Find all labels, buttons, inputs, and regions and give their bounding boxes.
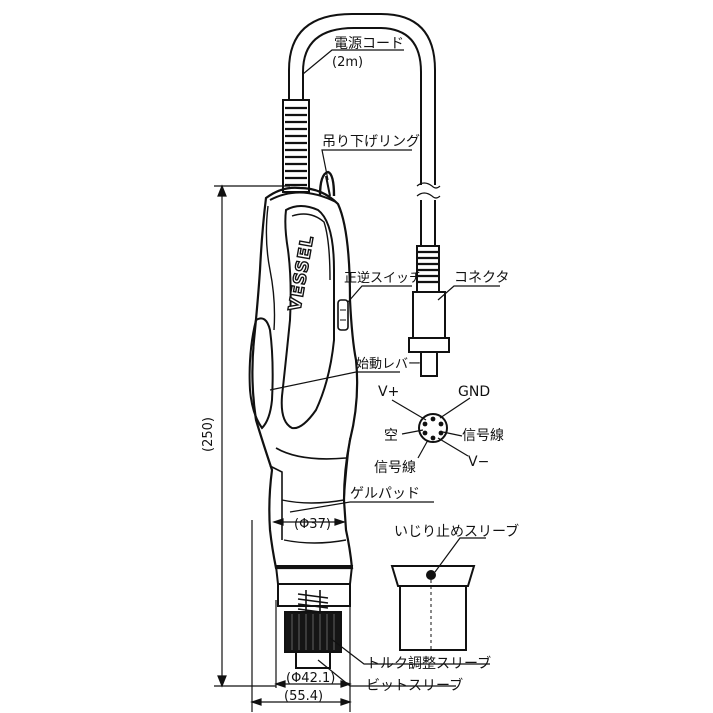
label-start-lever: 始動レバー <box>356 357 421 372</box>
pin-label-empty: 空 <box>384 428 398 444</box>
bit-sleeve-shape <box>295 651 331 669</box>
label-power-cord: 電源コード <box>334 36 404 52</box>
label-overall-height: (250) <box>201 417 216 452</box>
label-reverse-switch: 正逆スイッチ <box>344 270 422 286</box>
nose-assembly <box>274 565 354 669</box>
anti-tamper-sleeve-detail <box>390 565 476 651</box>
label-bottom-diameter: (Φ42.1) <box>286 671 335 686</box>
connector-pinout <box>391 397 471 459</box>
label-cord-length: (2m) <box>332 55 363 70</box>
pin-label-v-minus: V− <box>468 454 489 470</box>
pin-label-v-plus: V+ <box>378 384 399 400</box>
label-hanging-ring: 吊り下げリング <box>322 134 420 150</box>
label-overall-width: (55.4) <box>284 689 323 704</box>
label-torque-sleeve: トルク調整スリーブ <box>366 655 491 672</box>
pin-label-gnd: GND <box>458 384 490 400</box>
label-bit-sleeve: ビットスリーブ <box>366 677 463 694</box>
dimension-lines <box>214 184 352 712</box>
driver-body <box>248 170 359 570</box>
label-leaders <box>269 49 500 687</box>
label-connector: コネクタ <box>454 270 509 286</box>
label-gel-pad: ゲルパッド <box>350 486 420 502</box>
cord-connector <box>408 245 450 377</box>
power-cord <box>288 13 441 246</box>
pin-label-signal-left: 信号線 <box>374 460 416 476</box>
pin-label-signal-right: 信号線 <box>462 428 504 444</box>
label-anti-tamper-sleeve: いじり止めスリーブ <box>394 523 519 540</box>
cord-strain-relief <box>282 99 310 193</box>
label-grip-diameter: (Φ37) <box>294 517 331 532</box>
